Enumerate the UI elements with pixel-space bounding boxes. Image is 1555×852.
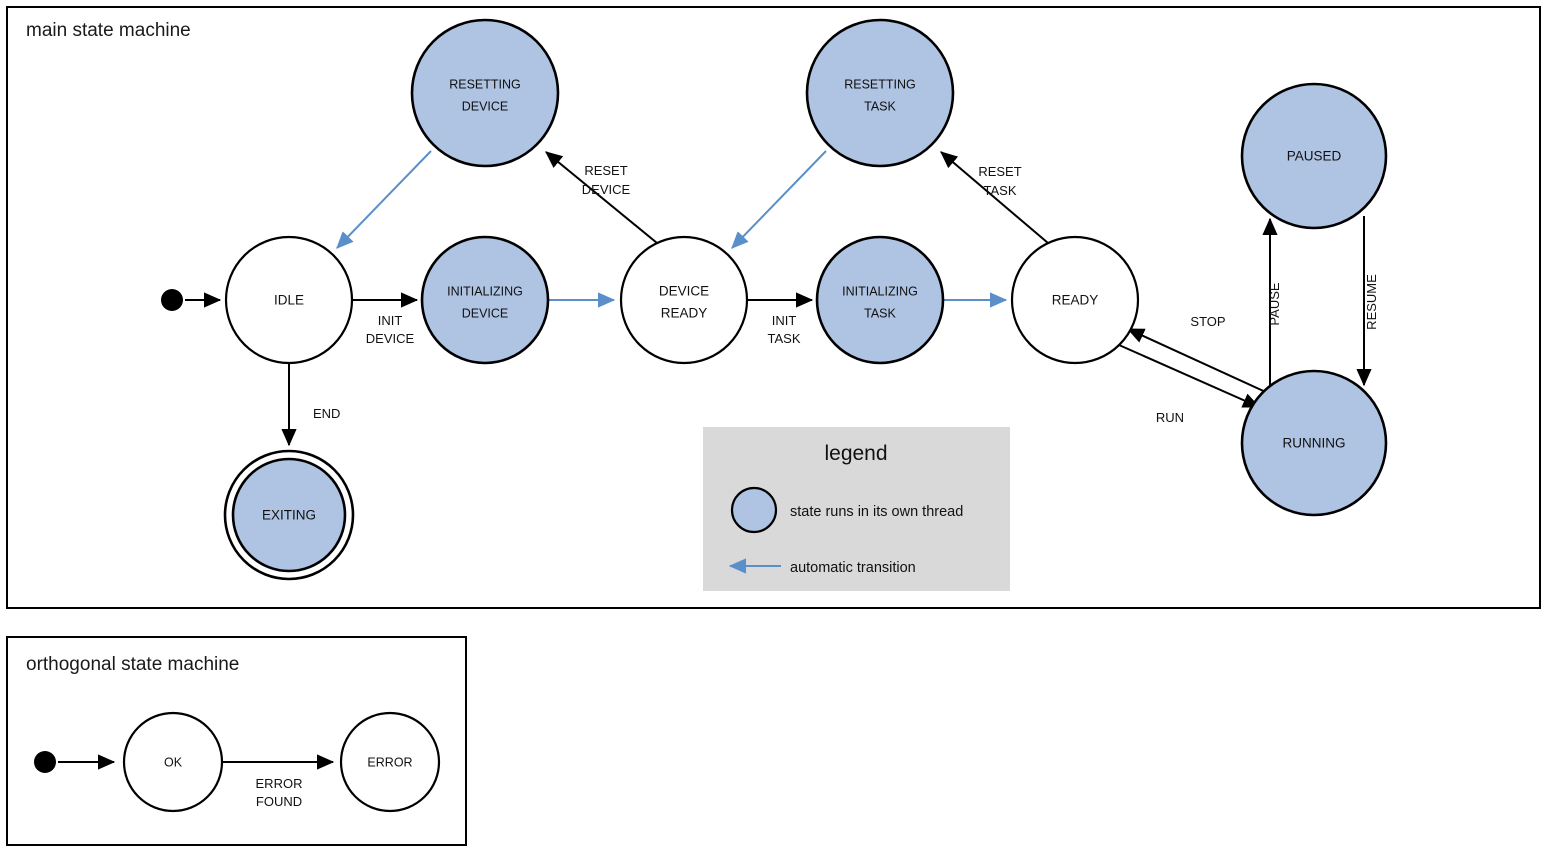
- state-ok-shape[interactable]: [122, 711, 224, 813]
- state-ok-label: OK: [164, 755, 183, 769]
- state-idle[interactable]: IDLE: [224, 235, 354, 365]
- state-resetting-device-shape[interactable]: [410, 18, 560, 168]
- state-error-label: ERROR: [367, 755, 412, 769]
- state-resetting-device-label-line1: RESETTING: [449, 77, 521, 91]
- state-initializing-task-shape[interactable]: [815, 235, 945, 365]
- state-resetting-task-label-line2: TASK: [864, 99, 896, 113]
- transition-label-init-device-line2: DEVICE: [366, 331, 415, 346]
- state-resetting-device-label-line2: DEVICE: [462, 99, 509, 113]
- state-running[interactable]: RUNNING: [1240, 369, 1388, 517]
- transition-device-ready-to-resetting-device: [545, 151, 658, 244]
- state-initializing-task[interactable]: INITIALIZING TASK: [815, 235, 945, 365]
- state-idle-shape[interactable]: [224, 235, 354, 365]
- legend: legend state runs in its own thread auto…: [703, 427, 1010, 591]
- transition-running-to-ready: [1126, 328, 1271, 395]
- transition-label-run: RUN: [1156, 410, 1184, 425]
- state-running-shape[interactable]: [1240, 369, 1388, 517]
- state-initializing-device-label-line1: INITIALIZING: [447, 284, 523, 298]
- main-states: IDLE RESETTING DEVICE INITIALIZING DEVIC…: [161, 18, 1388, 581]
- state-resetting-task-shape[interactable]: [805, 18, 955, 168]
- state-running-label: RUNNING: [1283, 436, 1346, 451]
- transition-label-reset-task-line2: TASK: [984, 183, 1017, 198]
- transition-label-init-task-line2: TASK: [768, 331, 801, 346]
- orthogonal-frame-title: orthogonal state machine: [26, 654, 239, 675]
- state-ready-label: READY: [1052, 293, 1099, 308]
- legend-item-automatic-transition-label: automatic transition: [790, 560, 916, 576]
- main-frame-title: main state machine: [26, 20, 191, 41]
- transition-label-reset-task-line1: RESET: [978, 164, 1021, 179]
- initial-pseudostate-orthogonal: [34, 751, 56, 773]
- main-transitions: INIT DEVICE END RESET DEVICE INIT TASK R…: [185, 150, 1379, 447]
- transition-resetting-device-to-idle: [336, 150, 432, 249]
- initial-pseudostate-main: [161, 289, 183, 311]
- transition-label-end: END: [313, 406, 340, 421]
- transition-label-reset-device-line2: DEVICE: [582, 182, 631, 197]
- transition-ready-to-resetting-task: [940, 151, 1049, 244]
- state-idle-label: IDLE: [274, 293, 304, 308]
- state-initializing-device-shape[interactable]: [420, 235, 550, 365]
- transition-resetting-task-to-device-ready: [731, 150, 827, 249]
- transition-label-init-task-line1: INIT: [772, 313, 797, 328]
- transition-ready-to-running: [1118, 344, 1261, 408]
- legend-title: legend: [824, 442, 887, 465]
- state-exiting-label: EXITING: [262, 508, 316, 523]
- state-paused[interactable]: PAUSED: [1240, 82, 1388, 230]
- state-resetting-device[interactable]: RESETTING DEVICE: [410, 18, 560, 168]
- transition-label-init-device-line1: INIT: [378, 313, 403, 328]
- state-resetting-task[interactable]: RESETTING TASK: [805, 18, 955, 168]
- state-exiting[interactable]: EXITING: [223, 449, 355, 581]
- state-paused-label: PAUSED: [1287, 149, 1342, 164]
- state-error[interactable]: ERROR: [339, 711, 441, 813]
- state-resetting-task-label-line1: RESETTING: [844, 77, 916, 91]
- transition-label-reset-device-line1: RESET: [584, 163, 627, 178]
- state-device-ready-shape[interactable]: [619, 235, 749, 365]
- state-initializing-task-label-line1: INITIALIZING: [842, 284, 918, 298]
- state-initializing-device[interactable]: INITIALIZING DEVICE: [420, 235, 550, 365]
- state-initializing-device-label-line2: DEVICE: [462, 306, 509, 320]
- orthogonal-states: OK ERROR: [34, 711, 441, 813]
- state-device-ready-label-line1: DEVICE: [659, 284, 709, 299]
- filled-circle-icon: [730, 486, 778, 534]
- transition-label-pause: PAUSE: [1267, 282, 1282, 325]
- state-error-shape[interactable]: [339, 711, 441, 813]
- state-exiting-shape[interactable]: [231, 457, 347, 573]
- state-paused-shape[interactable]: [1240, 82, 1388, 230]
- orthogonal-transitions: ERROR FOUND: [58, 754, 335, 809]
- state-device-ready[interactable]: DEVICE READY: [619, 235, 749, 365]
- transition-label-resume: RESUME: [1364, 274, 1379, 330]
- state-ready[interactable]: READY: [1010, 235, 1140, 365]
- state-initializing-task-label-line2: TASK: [864, 306, 896, 320]
- transition-label-error-found-line1: ERROR: [256, 776, 303, 791]
- legend-item-thread-state-label: state runs in its own thread: [790, 504, 963, 520]
- state-device-ready-label-line2: READY: [661, 306, 708, 321]
- transition-label-stop: STOP: [1190, 314, 1225, 329]
- state-ok[interactable]: OK: [122, 711, 224, 813]
- transition-label-error-found-line2: FOUND: [256, 794, 302, 809]
- state-ready-shape[interactable]: [1010, 235, 1140, 365]
